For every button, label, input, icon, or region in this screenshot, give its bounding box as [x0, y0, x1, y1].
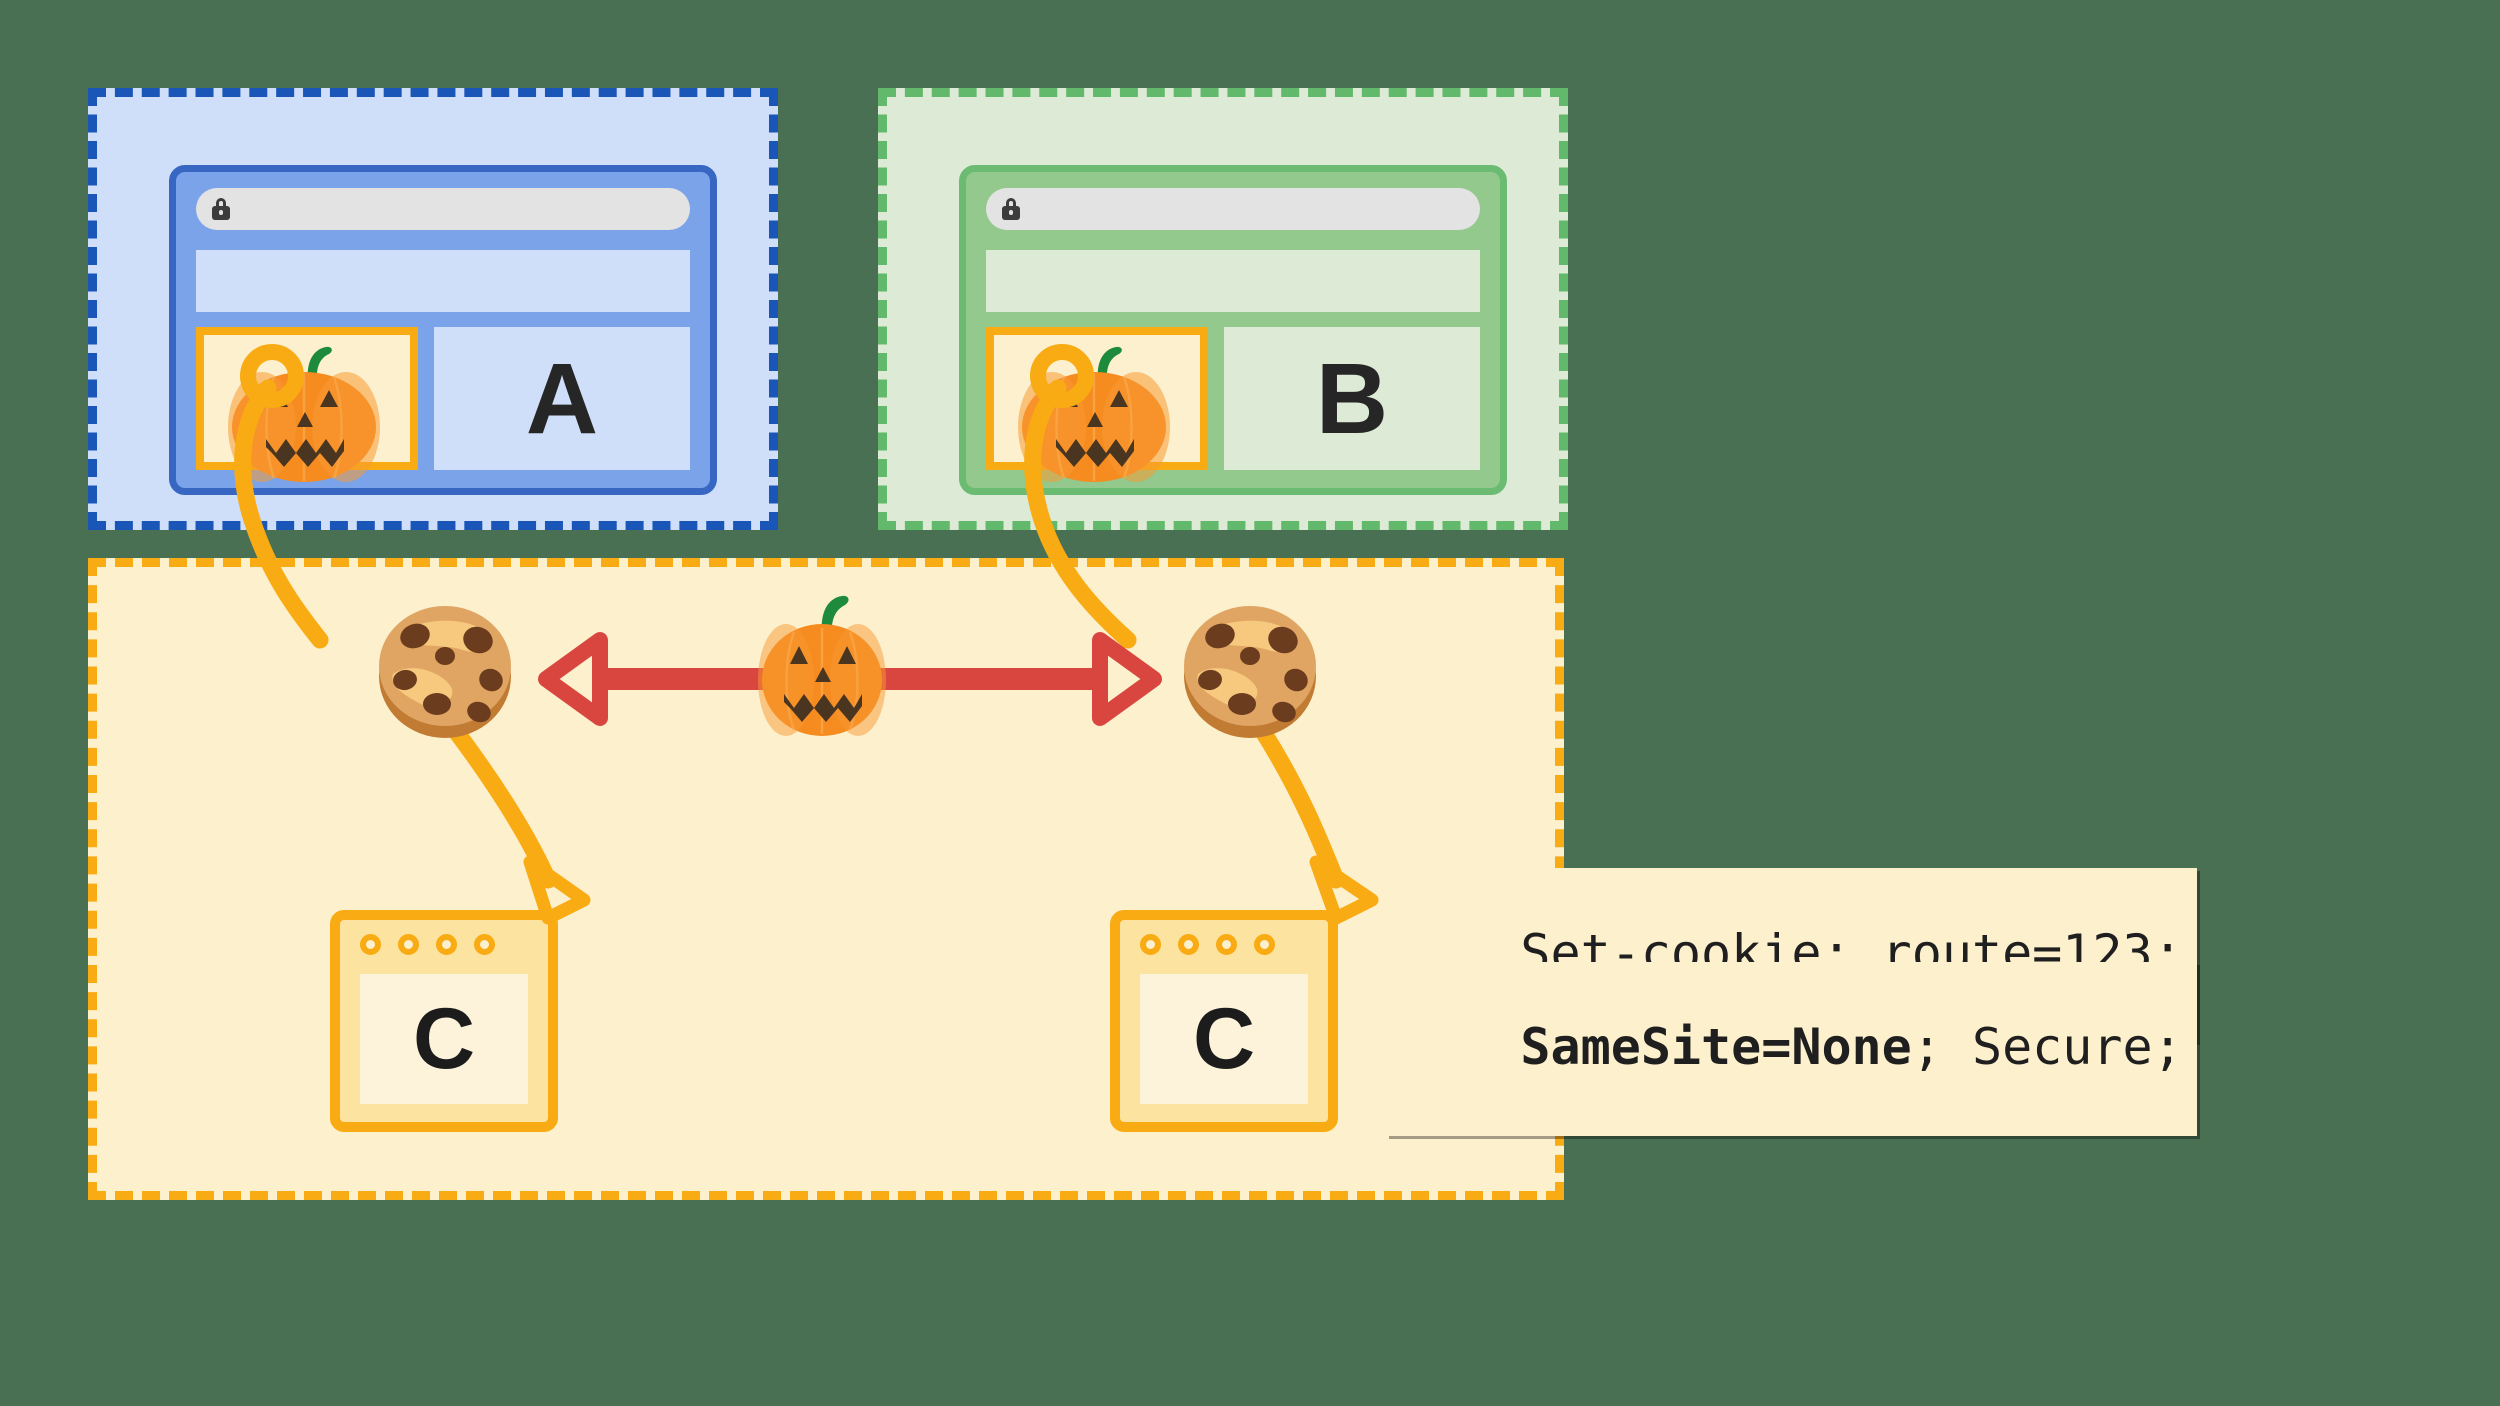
party-site-c	[88, 558, 1564, 1200]
server-label-left: C	[412, 991, 476, 1087]
lock-icon	[1002, 198, 1020, 220]
server-dot-icon	[474, 934, 495, 955]
server-dot-icon	[1140, 934, 1161, 955]
ad-slot-a[interactable]	[196, 327, 418, 482]
server-dots	[1140, 934, 1275, 955]
site-label-a: A	[525, 342, 599, 455]
ad-slot-b[interactable]	[986, 327, 1208, 482]
content-banner-a	[196, 250, 690, 312]
party-site-b: B	[878, 88, 1568, 530]
content-banner-b	[986, 250, 1480, 312]
server-dot-icon	[1216, 934, 1237, 955]
lock-icon	[212, 198, 230, 220]
server-c-right[interactable]: C	[1110, 910, 1338, 1132]
server-screen: C	[360, 974, 528, 1104]
server-screen: C	[1140, 974, 1308, 1104]
server-dot-icon	[436, 934, 457, 955]
url-bar-b[interactable]	[986, 188, 1480, 230]
code-label-samesite: SameSite=None; Secure;	[1386, 962, 2197, 1136]
samesite-rest-text: ; Secure;	[1911, 1017, 2183, 1076]
server-label-right: C	[1192, 991, 1256, 1087]
server-dots	[360, 934, 495, 955]
samesite-bold-text: SameSite=None	[1520, 1017, 1912, 1076]
pumpkin-icon	[228, 346, 380, 482]
server-dot-icon	[360, 934, 381, 955]
page-pane-a: A	[434, 327, 690, 470]
server-dot-icon	[398, 934, 419, 955]
server-dot-icon	[1254, 934, 1275, 955]
party-site-a: A	[88, 88, 778, 530]
server-dot-icon	[1178, 934, 1199, 955]
site-label-b: B	[1315, 342, 1389, 455]
browser-window-b: B	[959, 165, 1507, 495]
url-bar-a[interactable]	[196, 188, 690, 230]
browser-window-a: A	[169, 165, 717, 495]
server-c-left[interactable]: C	[330, 910, 558, 1132]
pumpkin-icon	[1018, 346, 1170, 482]
page-pane-b: B	[1224, 327, 1480, 470]
